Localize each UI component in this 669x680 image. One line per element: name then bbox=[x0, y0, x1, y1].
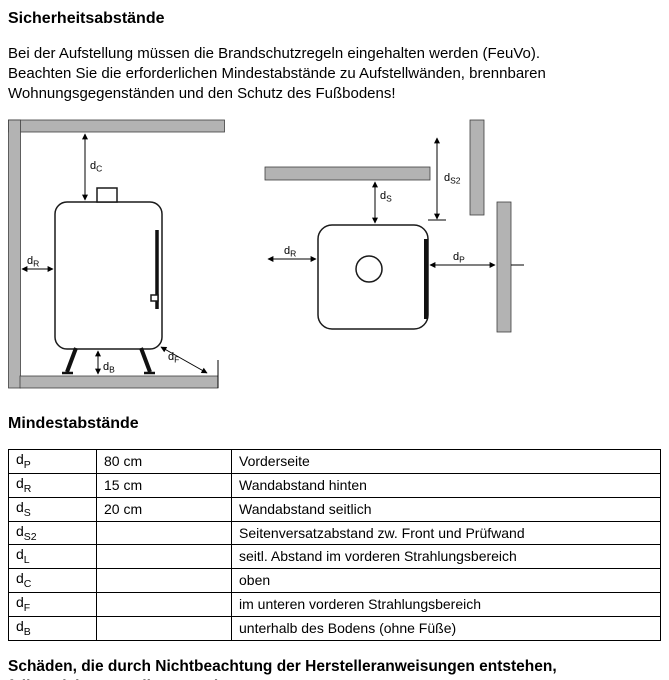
dim-label-db: dB bbox=[103, 361, 115, 375]
dim-value-cell: 15 cm bbox=[96, 473, 232, 498]
dim-label-ds2: dS2 bbox=[444, 172, 461, 186]
dim-desc-cell: oben bbox=[231, 568, 661, 594]
dim-symbol: d bbox=[16, 498, 24, 515]
stove-leg-right bbox=[139, 347, 152, 373]
dim-desc-cell: unterhalb des Bodens (ohne Füße) bbox=[231, 615, 661, 641]
top-view-diagram: dS dS2 dR dP bbox=[264, 119, 524, 333]
side-wall bbox=[264, 166, 431, 181]
dim-subscript: B bbox=[23, 625, 31, 638]
dim-symbol: d bbox=[16, 546, 24, 563]
dim-subscript: R bbox=[23, 482, 32, 495]
dim-label-dr-front: dR bbox=[27, 255, 39, 269]
dim-symbol-cell: dR bbox=[8, 473, 97, 498]
dim-subscript: L bbox=[23, 554, 30, 567]
table-row: dP 80 cm Vorderseite bbox=[8, 449, 661, 475]
dim-value-cell bbox=[96, 520, 232, 546]
dim-symbol-cell: dB bbox=[8, 615, 97, 641]
offset-wall bbox=[469, 119, 485, 216]
table-row: dC oben bbox=[8, 568, 661, 594]
dim-symbol-cell: dF bbox=[8, 592, 97, 617]
dim-symbol: d bbox=[16, 617, 24, 634]
dim-symbol-cell: dP bbox=[8, 449, 97, 475]
dim-subscript: C bbox=[23, 578, 32, 591]
table-row: dS 20 cm Wandabstand seitlich bbox=[8, 496, 661, 522]
table-row: dB unterhalb des Bodens (ohne Füße) bbox=[8, 615, 661, 641]
dim-desc-cell: seitl. Abstand im vorderen Strahlungsber… bbox=[231, 544, 661, 570]
page-title: Sicherheitsabstände bbox=[8, 10, 165, 27]
dim-desc-cell: im unteren vorderen Strahlungsbereich bbox=[231, 592, 661, 617]
dim-value-cell: 20 cm bbox=[96, 496, 232, 522]
dim-symbol: d bbox=[16, 451, 24, 468]
dim-value-cell bbox=[96, 544, 232, 570]
dim-subscript: S2 bbox=[23, 530, 37, 543]
dim-label-dc: dC bbox=[90, 160, 102, 174]
dim-desc-cell: Wandabstand hinten bbox=[231, 473, 661, 498]
warranty-warning: Schäden, die durch Nichtbeachtung der He… bbox=[8, 657, 557, 680]
dim-symbol: d bbox=[16, 522, 24, 539]
dim-desc-cell: Wandabstand seitlich bbox=[231, 496, 661, 522]
min-distances-table: dP 80 cm Vorderseite dR 15 cm Wandabstan… bbox=[8, 449, 661, 641]
table-row: dS2 Seitenversatzabstand zw. Front und P… bbox=[8, 520, 661, 546]
table-row: dL seitl. Abstand im vorderen Strahlungs… bbox=[8, 544, 661, 570]
door-latch bbox=[150, 294, 159, 303]
dim-symbol-cell: dS2 bbox=[8, 520, 97, 546]
dim-label-df: dF bbox=[168, 351, 179, 365]
front-view-diagram: dC dR dB dF bbox=[8, 119, 225, 389]
intro-paragraph: Bei der Aufstellung müssen die Brandschu… bbox=[8, 45, 546, 103]
dim-value-cell bbox=[96, 615, 232, 641]
test-wall bbox=[496, 201, 512, 333]
dim-subscript: P bbox=[23, 459, 31, 472]
rear-wall bbox=[8, 119, 21, 389]
floor bbox=[19, 375, 219, 389]
dim-symbol-cell: dL bbox=[8, 544, 97, 570]
dim-subscript: S bbox=[23, 506, 31, 519]
dim-value-cell bbox=[96, 592, 232, 617]
safety-distance-figure: dC dR dB dF dS dS2 bbox=[8, 117, 661, 402]
dim-arrow-df bbox=[160, 346, 208, 374]
dim-symbol-cell: dC bbox=[8, 568, 97, 594]
stove-diagrams-svg: dC dR dB dF dS dS2 bbox=[8, 119, 524, 389]
dim-symbol: d bbox=[16, 475, 24, 492]
dim-desc-cell: Seitenversatzabstand zw. Front und Prüfw… bbox=[231, 520, 661, 546]
flue-stub bbox=[96, 187, 118, 204]
dim-value-cell: 80 cm bbox=[96, 449, 232, 475]
dim-desc-cell: Vorderseite bbox=[231, 449, 661, 475]
dim-subscript: F bbox=[23, 601, 31, 614]
dim-symbol: d bbox=[16, 594, 24, 611]
table-row: dR 15 cm Wandabstand hinten bbox=[8, 473, 661, 498]
dim-symbol: d bbox=[16, 570, 24, 587]
dim-label-dr-top: dR bbox=[284, 245, 296, 259]
stove-leg-left bbox=[65, 347, 78, 373]
table-row: dF im unteren vorderen Strahlungsbereich bbox=[8, 592, 661, 617]
ceiling-wall bbox=[8, 119, 225, 133]
dim-symbol-cell: dS bbox=[8, 496, 97, 522]
dim-label-dp: dP bbox=[453, 251, 465, 265]
dim-value-cell bbox=[96, 568, 232, 594]
table-heading: Mindestabstände bbox=[8, 415, 139, 433]
stove-body-front bbox=[54, 201, 163, 351]
dim-label-ds: dS bbox=[380, 190, 392, 204]
flue-outlet-circle bbox=[355, 255, 383, 284]
